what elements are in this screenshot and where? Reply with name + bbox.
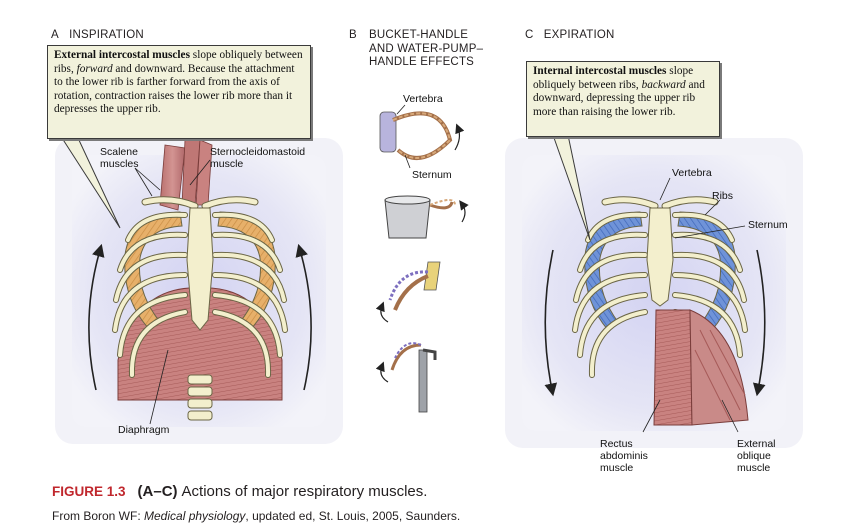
panel-c-rib-cage-illustration [505, 134, 803, 448]
figure-caption-text: Actions of major respiratory muscles. [181, 483, 428, 500]
label-c-vertebra: Vertebra [672, 167, 712, 179]
panel-a-rib-cage-illustration [55, 137, 343, 444]
label-c-sternum: Sternum [748, 219, 788, 231]
label-b-sternum: Sternum [412, 169, 452, 181]
panel-a-letter: A [51, 29, 59, 41]
label-sternocleidomastoid: Sternocleidomastoid muscle [210, 146, 306, 170]
figure-caption: FIGURE 1.3 (A–C)Actions of major respirat… [52, 483, 427, 500]
source-title: Medical physiology [144, 509, 246, 523]
panel-a-header: A INSPIRATION [51, 29, 144, 41]
figure-source: From Boron WF: Medical physiology, updat… [52, 509, 460, 523]
callout-a-term: External intercostal muscles [54, 49, 190, 61]
panel-b-title: BUCKET-HANDLE AND WATER-PUMP– HANDLE EFF… [369, 29, 484, 68]
source-post: , updated ed, St. Louis, 2005, Saunders. [245, 509, 461, 523]
panel-a-callout: External intercostal muscles slope obliq… [47, 45, 311, 139]
callout-c-emphasis: backward [641, 78, 686, 91]
panel-b-mechanics-illustration [375, 104, 469, 413]
panel-c-callout: Internal intercostal muscles slope obliq… [526, 61, 720, 137]
panel-c-header: C EXPIRATION [525, 29, 615, 41]
panel-a-title: INSPIRATION [69, 29, 144, 41]
label-c-external-oblique: External oblique muscle [737, 438, 776, 474]
label-diaphragm: Diaphragm [118, 424, 170, 436]
source-pre: From Boron WF: [52, 509, 145, 523]
callout-c-text-2: and downward, depressing the upper rib m… [533, 78, 705, 118]
panel-b-header: B BUCKET-HANDLE AND WATER-PUMP– HANDLE E… [349, 29, 483, 70]
label-c-ribs: Ribs [712, 190, 734, 202]
figure-number: FIGURE 1.3 [52, 484, 126, 499]
callout-a-emphasis: forward [76, 62, 113, 75]
figure-parts: (A–C) [137, 483, 178, 500]
callout-a-text-1: slope obliquely between ribs, [54, 49, 303, 75]
panel-c-letter: C [525, 29, 534, 41]
label-b-vertebra: Vertebra [403, 93, 443, 105]
panel-b-letter: B [349, 29, 357, 41]
callout-a-text-2: and downward. Because the attachment to … [54, 62, 295, 116]
label-c-rectus-abdominis: Rectus abdominis muscle [600, 438, 648, 474]
callout-c-term: Internal intercostal muscles [533, 65, 667, 77]
label-scalene-muscles: Scalene muscles [100, 146, 139, 170]
callout-c-text-1: slope obliquely between ribs, [533, 65, 694, 91]
panel-c-title: EXPIRATION [543, 29, 615, 41]
